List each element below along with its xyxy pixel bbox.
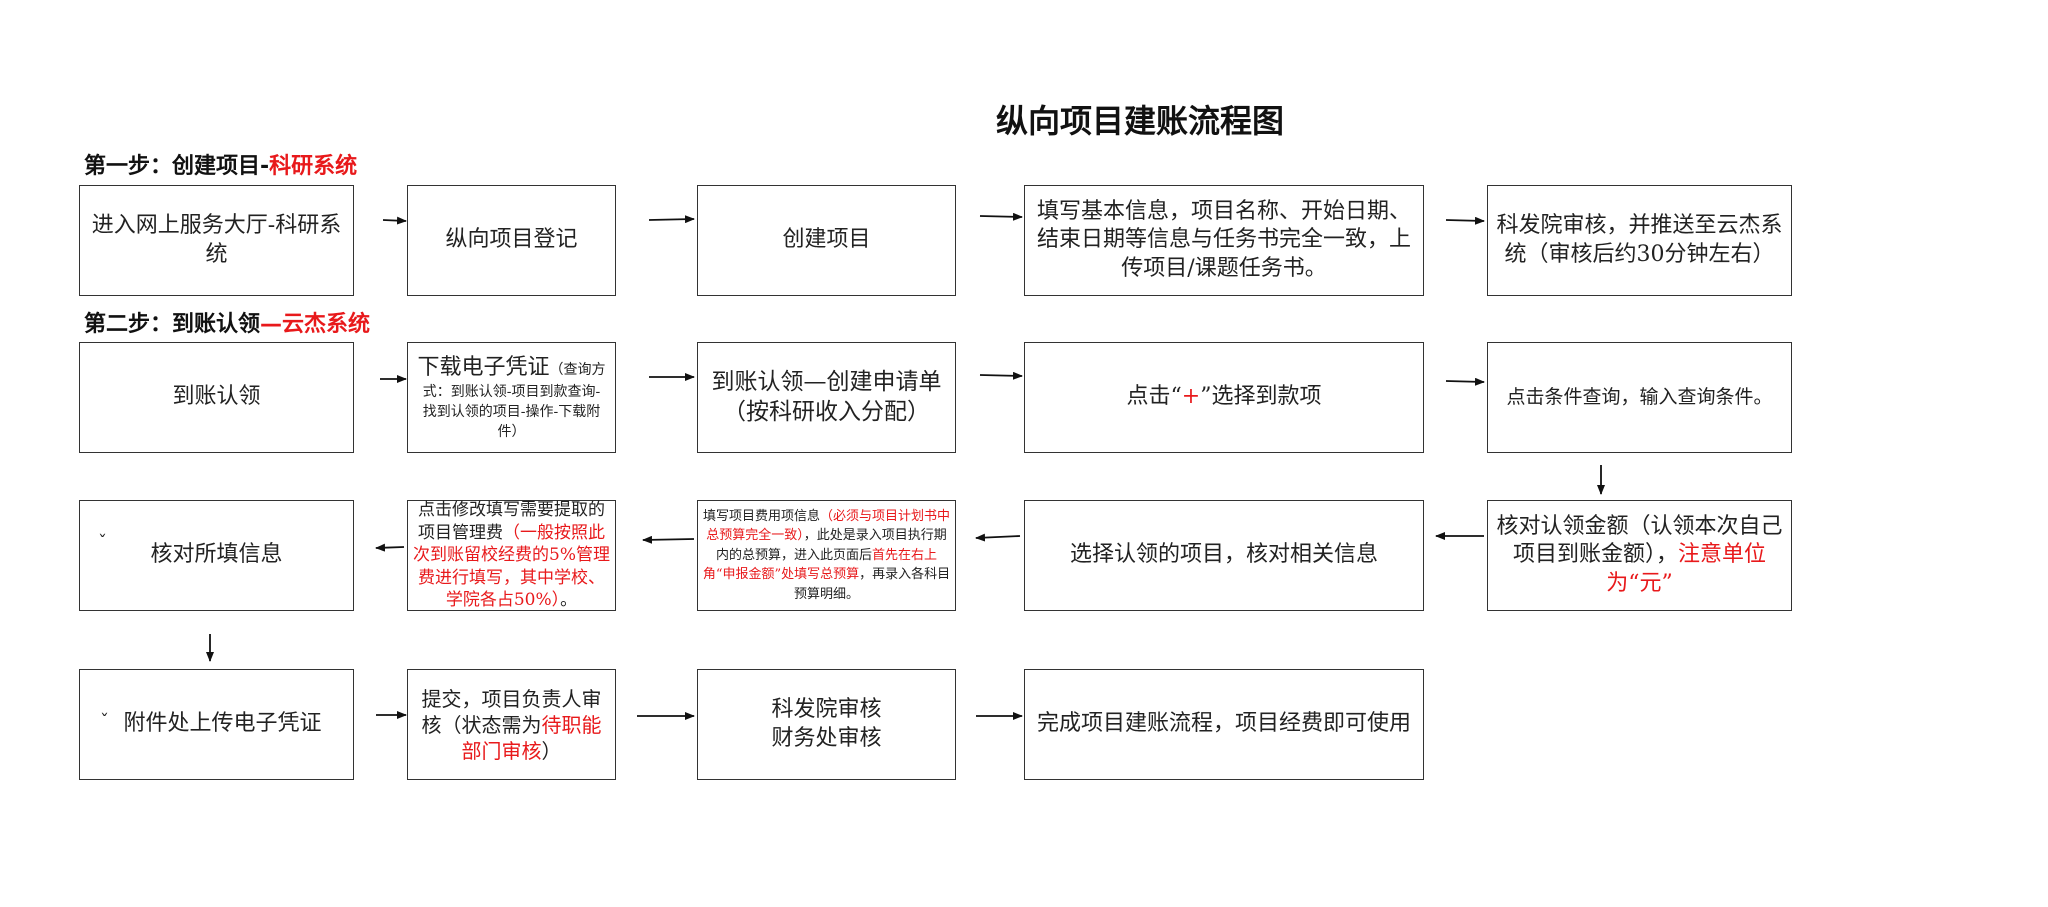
step1-prefix: 第一步：创建项目- (84, 154, 270, 179)
row3-box-management-fee-text: 点击修改填写需要提取的项目管理费（一般按照此次到账留校经费的5%管理费进行填写，… (411, 499, 612, 611)
row1-box-service-hall: 进入网上服务大厅-科研系统 (79, 185, 354, 296)
row3-box-management-fee: 点击修改填写需要提取的项目管理费（一般按照此次到账留校经费的5%管理费进行填写，… (407, 500, 616, 611)
row4-box-complete-text: 完成项目建账流程，项目经费即可使用 (1036, 711, 1411, 737)
create-application-line2: （按科研收入分配） (723, 398, 930, 425)
row4-box-submit: 提交，项目负责人审核（状态需为待职能部门审核） (407, 669, 616, 780)
row2-box-click-plus: 点击“+”选择到款项 (1024, 342, 1424, 453)
row3-box-verify-info: ˇ 核对所填信息 (79, 500, 354, 611)
management-fee-post: 。 (560, 590, 578, 611)
step1-heading: 第一步：创建项目-科研系统 (84, 148, 357, 180)
arrow-r3-4 (375, 543, 405, 552)
row3-box-budget-items-text: 填写项目费用项信息（必须与项目计划书中总预算完全一致），此处是录入项目执行期内的… (702, 507, 951, 605)
review-line2: 财务处审核 (771, 725, 882, 751)
row1-box-create-project: 创建项目 (697, 185, 956, 296)
download-voucher-note: （查询方式：到账认领-项目到款查询-找到认领的项目-操作-下载附件） (422, 362, 606, 441)
row1-box-project-register-text: 纵向项目登记 (445, 227, 578, 253)
row2-box-claim-text: 到账认领 (172, 384, 261, 410)
row2-box-condition-query: 点击条件查询，输入查询条件。 (1487, 342, 1792, 453)
row1-box-service-hall-text: 进入网上服务大厅-科研系统 (91, 212, 342, 267)
row2-box-create-application: 到账认领—创建申请单 （按科研收入分配） (697, 342, 956, 453)
step2-prefix: 第二步：到账认领 (84, 312, 261, 337)
row3-box-verify-info-text: 核对所填信息 (150, 542, 283, 568)
budget-mid: ，此处是录入项目执行期内的总预算，进入此页面后 (715, 528, 947, 563)
row2-box-create-application-text: 到账认领—创建申请单 （按科研收入分配） (712, 368, 942, 428)
row4-box-submit-text: 提交，项目负责人审核（状态需为待职能部门审核） (414, 686, 609, 764)
row2-box-condition-query-text: 点击条件查询，输入查询条件。 (1506, 386, 1773, 409)
download-voucher-main: 下载电子凭证 (417, 355, 550, 381)
row2-box-download-voucher-text: 下载电子凭证（查询方式：到账认领-项目到款查询-找到认领的项目-操作-下载附件） (416, 352, 607, 443)
budget-post: ，再录入各科目预算明细。 (793, 567, 951, 602)
management-fee-note: （一般按照此次到账留校经费的5%管理费进行填写，其中学校、学院各占50%） (413, 522, 610, 611)
arrow-r3-2 (975, 533, 1021, 542)
arrow-r1-4 (1445, 216, 1485, 225)
click-plus-post: ”选择到款项 (1200, 384, 1322, 410)
row3-box-select-project-text: 选择认领的项目，核对相关信息 (1069, 542, 1378, 568)
create-application-line1: 到账认领—创建申请单 (711, 368, 942, 395)
row1-box-fill-info: 填写基本信息，项目名称、开始日期、结束日期等信息与任务书完全一致，上传项目/课题… (1024, 185, 1424, 296)
review-line1: 科发院审核 (771, 696, 882, 722)
step2-system: —云杰系统 (260, 312, 371, 337)
row4-box-review-text: 科发院审核财务处审核 (771, 696, 881, 753)
row4-box-complete: 完成项目建账流程，项目经费即可使用 (1024, 669, 1424, 780)
arrow-r1-2 (648, 215, 695, 224)
row2-box-claim: 到账认领 (79, 342, 354, 453)
arrow-r1-1 (382, 216, 407, 225)
step1-system: 科研系统 (269, 154, 358, 179)
row3-box-verify-amount: 核对认领金额（认领本次自己项目到账金额），注意单位为“元” (1487, 500, 1792, 611)
row3-box-budget-items: 填写项目费用项信息（必须与项目计划书中总预算完全一致），此处是录入项目执行期内的… (697, 500, 956, 611)
verify-amount-pre: 核对认领金额（认领本次自己项目到账金额）， (1496, 513, 1783, 568)
row3-box-select-project: 选择认领的项目，核对相关信息 (1024, 500, 1424, 611)
step2-heading: 第二步：到账认领—云杰系统 (84, 306, 370, 338)
row1-box-review-push-text: 科发院审核，并推送至云杰系统（审核后约30分钟左右） (1496, 212, 1783, 267)
row2-box-download-voucher: 下载电子凭证（查询方式：到账认领-项目到款查询-找到认领的项目-操作-下载附件） (407, 342, 616, 453)
management-fee-pre: 点击修改填写需要提取的项目管理费 (418, 500, 605, 543)
submit-pre: 提交，项目负责人审核（状态需为 (421, 686, 602, 737)
row4-box-review: 科发院审核财务处审核 (697, 669, 956, 780)
row1-box-review-push: 科发院审核，并推送至云杰系统（审核后约30分钟左右） (1487, 185, 1792, 296)
budget-note2: 首先在右上角“申报金额”处填写总预算 (702, 547, 938, 583)
row3-box-verify-amount-text: 核对认领金额（认领本次自己项目到账金额），注意单位为“元” (1496, 513, 1783, 599)
check-mark-icon: ˇ (98, 532, 107, 553)
arrow-r3-3 (642, 535, 695, 544)
budget-pre: 填写项目费用项信息 (702, 508, 820, 524)
budget-note1: （必须与项目计划书中总预算完全一致） (706, 508, 951, 544)
plus-symbol: + (1181, 384, 1201, 410)
row1-box-create-project-text: 创建项目 (782, 227, 871, 253)
submit-post: ） (541, 738, 562, 763)
row1-box-fill-info-text: 填写基本信息，项目名称、开始日期、结束日期等信息与任务书完全一致，上传项目/课题… (1036, 198, 1411, 281)
page-title: 纵向项目建账流程图 (995, 102, 1284, 140)
row1-box-project-register: 纵向项目登记 (407, 185, 616, 296)
submit-status: 待职能部门审核 (461, 712, 602, 763)
row2-box-click-plus-text: 点击“+”选择到款项 (1127, 383, 1322, 412)
arrow-r2-3 (979, 371, 1023, 380)
unit-note: 注意单位为“元” (1606, 542, 1767, 596)
row4-box-upload-voucher-text: 附件处上传电子凭证 (123, 711, 322, 737)
row4-box-upload-voucher: ˇ 附件处上传电子凭证 (79, 669, 354, 780)
check-mark-icon: ˇ (100, 711, 109, 732)
click-plus-pre: 点击“ (1126, 384, 1182, 410)
arrow-r1-3 (979, 212, 1023, 221)
arrow-r2-4 (1445, 377, 1485, 386)
